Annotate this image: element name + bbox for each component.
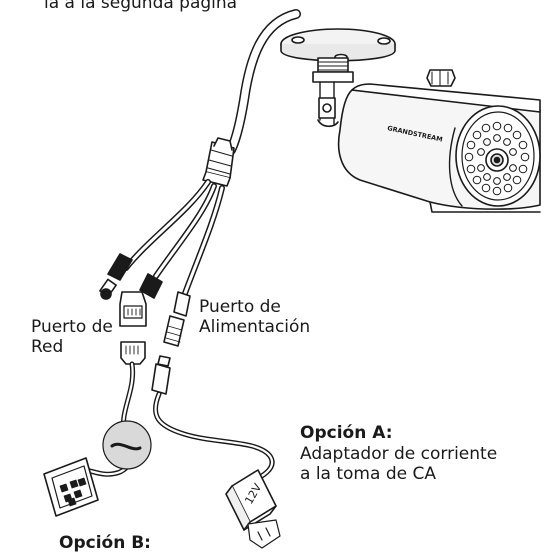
wall-mount: [280, 28, 396, 128]
power-plug-cable: [151, 355, 275, 487]
branch-cables: [123, 179, 225, 299]
option-b-title: Opción B:: [59, 533, 151, 553]
power-adapter: [225, 469, 281, 549]
main-cable: [226, 9, 301, 155]
network-jack: [119, 273, 163, 327]
ir-led-ring: [464, 121, 530, 196]
power-jack: [163, 291, 191, 347]
option-a-title: Opción A:: [300, 423, 393, 443]
video-connector: [99, 253, 133, 300]
network-wall-outlet: [43, 457, 99, 517]
cable-splitter: [202, 137, 235, 187]
option-a-description: Adaptador de corriente a la toma de CA: [300, 444, 498, 484]
power-port-label: Puerto de Alimentación: [199, 297, 311, 337]
top-cut-text: la a la segunda página: [44, 0, 238, 13]
network-port-label: Puerto de Red: [31, 317, 113, 357]
network-plug-cable: [81, 341, 152, 477]
